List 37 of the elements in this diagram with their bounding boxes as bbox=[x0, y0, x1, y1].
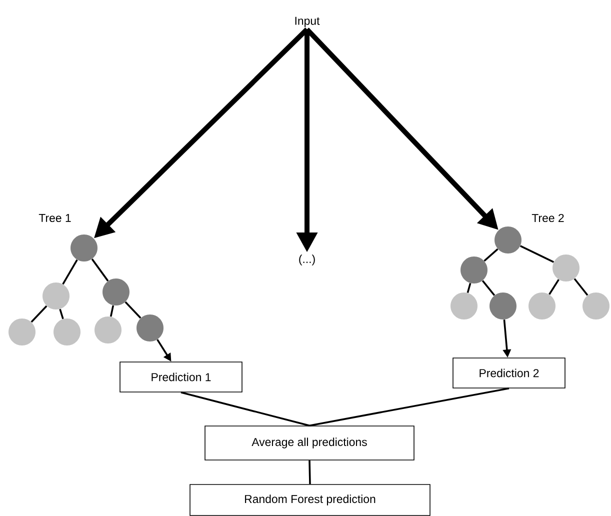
connector-line bbox=[91, 258, 109, 282]
tree-node bbox=[54, 318, 80, 346]
connector-line bbox=[482, 280, 496, 296]
tree-label: Tree 2 bbox=[532, 214, 564, 222]
process-box: Average all predictions bbox=[204, 426, 414, 460]
tree-node bbox=[528, 292, 556, 320]
tree-node bbox=[94, 316, 122, 344]
connector-line bbox=[548, 279, 560, 295]
connector-line bbox=[110, 305, 114, 317]
tree-node bbox=[42, 282, 70, 310]
tree-node bbox=[460, 256, 488, 284]
process-box: Random Forest prediction bbox=[190, 484, 430, 516]
tree-node bbox=[102, 278, 130, 306]
connector-line bbox=[59, 308, 64, 320]
connector-line bbox=[180, 392, 310, 426]
input-label: Input bbox=[295, 16, 320, 28]
tree-node bbox=[582, 292, 610, 320]
tree-node bbox=[8, 318, 36, 346]
connector-line bbox=[520, 245, 554, 263]
process-box: Prediction 1 bbox=[120, 362, 242, 392]
tree-node bbox=[490, 292, 516, 320]
tree-node bbox=[450, 292, 478, 320]
connector-line bbox=[574, 278, 588, 296]
tree-node bbox=[494, 226, 522, 254]
connector-line bbox=[124, 301, 142, 319]
connector-line bbox=[30, 305, 48, 323]
process-box: Prediction 2 bbox=[452, 358, 566, 388]
connector-line bbox=[484, 248, 498, 262]
connector-line bbox=[309, 388, 510, 426]
tree-node bbox=[552, 254, 580, 282]
connector-line bbox=[466, 282, 472, 294]
connector-line bbox=[62, 259, 78, 285]
connector-line bbox=[308, 460, 311, 484]
tree-label: Tree 1 bbox=[38, 214, 71, 222]
tree-node bbox=[70, 234, 98, 262]
ellipsis-label: (...) bbox=[299, 254, 315, 266]
tree-node bbox=[136, 314, 164, 342]
